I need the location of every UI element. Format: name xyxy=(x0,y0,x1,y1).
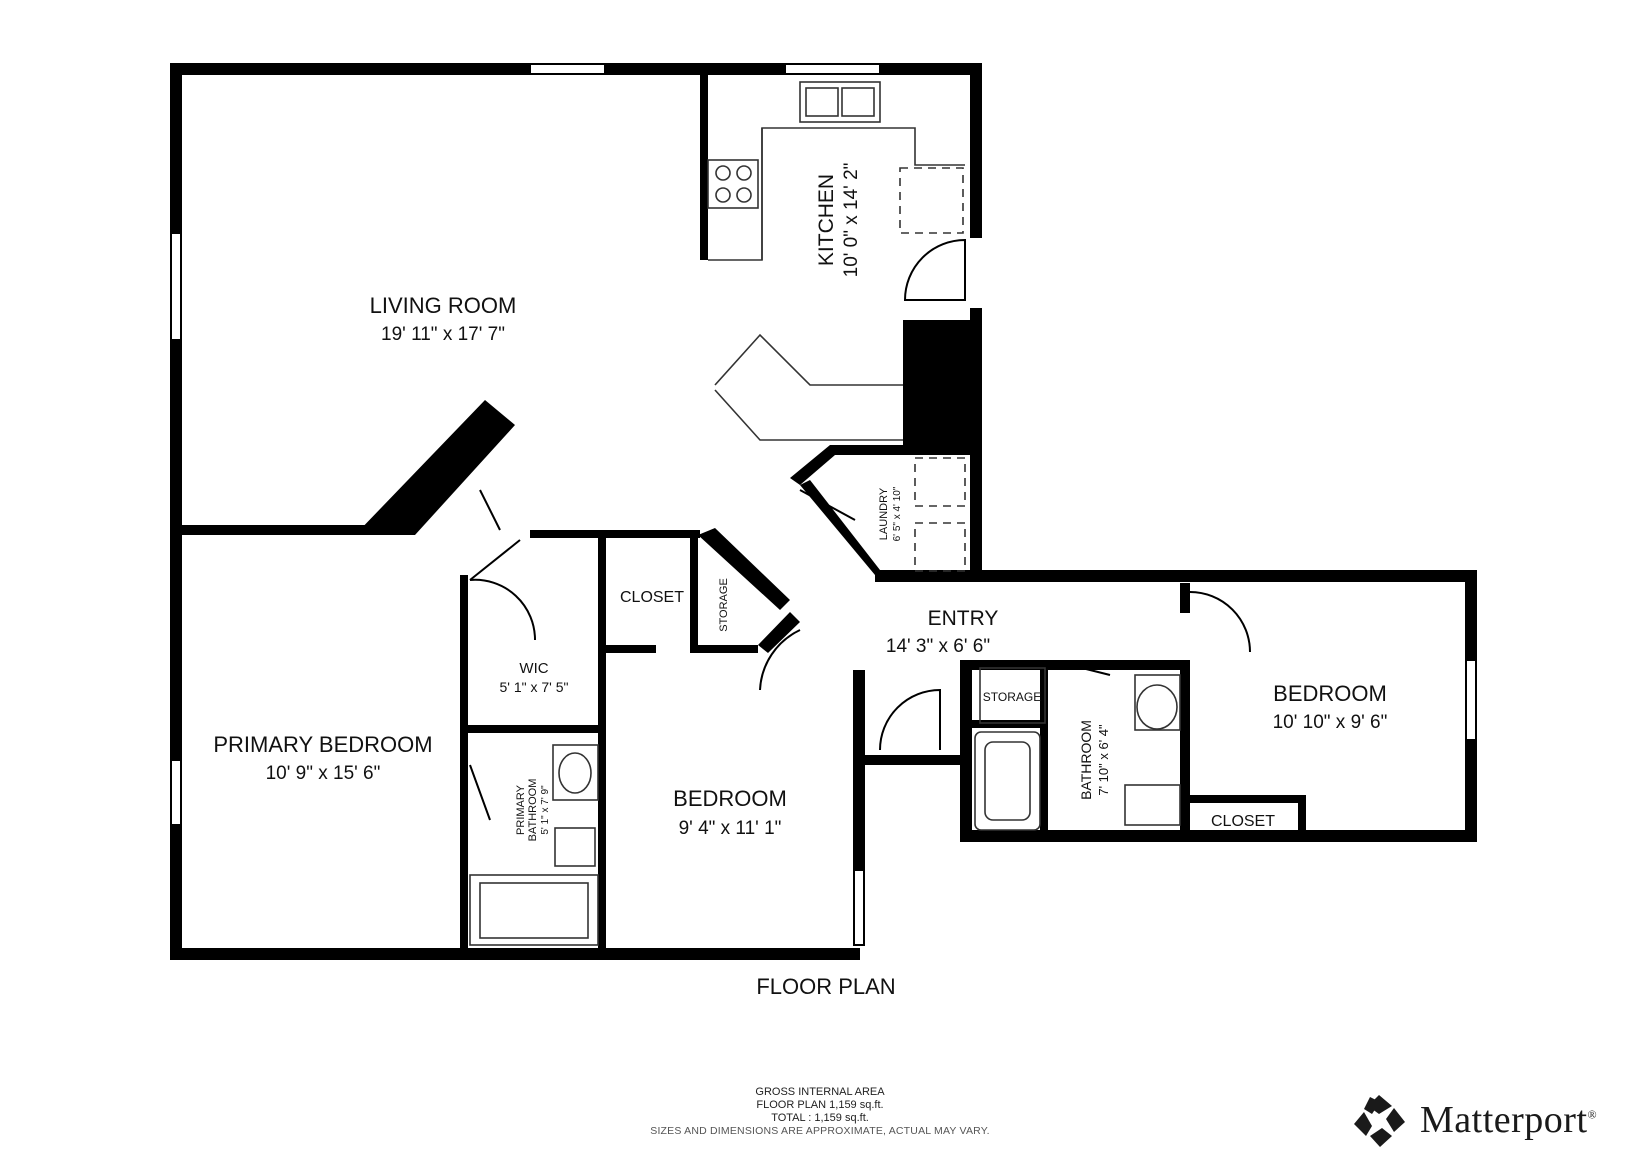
room-dims-entry: 14' 3" x 6' 6" xyxy=(886,636,990,657)
room-dims-primary-bedroom: 10' 9" x 15' 6" xyxy=(266,763,381,784)
room-dims-laundry: 6' 5" x 4' 10" xyxy=(892,486,903,541)
room-name-bedroom-mid: BEDROOM xyxy=(673,786,787,811)
closet-label-mid: CLOSET xyxy=(620,589,684,606)
storage-label-right: STORAGE xyxy=(983,690,1041,704)
matterport-logo-icon xyxy=(1354,1095,1405,1147)
area-summary: GROSS INTERNAL AREA FLOOR PLAN 1,159 sq.… xyxy=(560,1086,1080,1138)
room-dims-wic: 5' 1" x 7' 5" xyxy=(500,679,569,695)
room-name-kitchen: KITCHEN xyxy=(815,174,838,266)
room-name-laundry: LAUNDRY xyxy=(878,487,890,540)
room-dims-kitchen: 10' 0" x 14' 2" xyxy=(841,163,862,278)
room-dims-living: 19' 11" x 17' 7" xyxy=(381,324,505,345)
closet-label-right: CLOSET xyxy=(1211,813,1275,830)
area-total: TOTAL : 1,159 sq.ft. xyxy=(771,1112,869,1124)
room-dims-bedroom-right: 10' 10" x 9' 6" xyxy=(1273,712,1388,733)
room-name-entry: ENTRY xyxy=(928,607,999,630)
room-dims-bathroom: 7' 10" x 6' 4" xyxy=(1096,724,1111,796)
area-floor-plan: FLOOR PLAN 1,159 sq.ft. xyxy=(756,1099,884,1111)
room-name-primary-bathroom: PRIMARY xyxy=(515,784,527,835)
room-dims-primary-bathroom: 5' 1" x 7' 9" xyxy=(540,785,551,835)
room-name-wic: WIC xyxy=(519,660,548,677)
storage-label-mid: STORAGE xyxy=(718,578,730,632)
windows xyxy=(170,63,1477,946)
floor-plan-title: FLOOR PLAN xyxy=(756,974,895,999)
room-dims-bedroom-mid: 9' 4" x 11' 1" xyxy=(679,818,782,839)
fixtures xyxy=(469,81,1181,946)
room-name-bathroom: BATHROOM xyxy=(1078,720,1094,800)
room-name2-primary-bathroom: BATHROOM xyxy=(527,779,539,842)
area-heading: GROSS INTERNAL AREA xyxy=(755,1086,885,1098)
room-name-living: LIVING ROOM xyxy=(370,293,517,318)
room-name-bedroom-right: BEDROOM xyxy=(1273,681,1387,706)
area-note: SIZES AND DIMENSIONS ARE APPROXIMATE, AC… xyxy=(650,1125,990,1137)
walls xyxy=(170,63,1477,960)
doors xyxy=(469,238,1251,821)
brand-name: Matterport xyxy=(1420,1099,1588,1141)
matterport-brand: Matterport® xyxy=(1350,1092,1635,1152)
room-name-primary-bedroom: PRIMARY BEDROOM xyxy=(213,732,432,757)
room-labels: LIVING ROOM 19' 11" x 17' 7" KITCHEN 10'… xyxy=(213,163,1387,999)
